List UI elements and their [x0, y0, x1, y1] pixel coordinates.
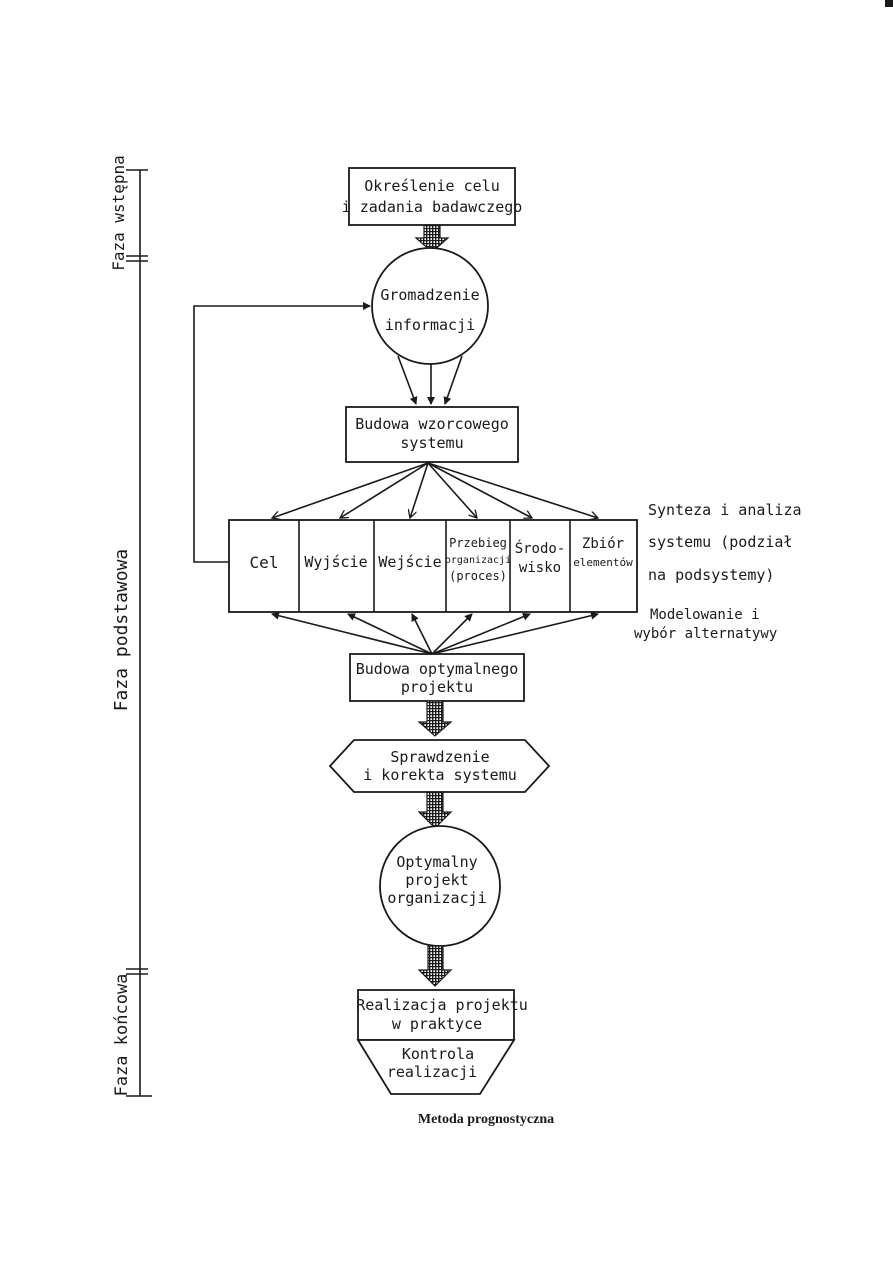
realization-box: [357, 989, 515, 1041]
model-to-elements-arrows: [272, 462, 598, 518]
element-cel: Cel: [250, 553, 279, 572]
control-line-2: realizacji: [387, 1063, 477, 1081]
fan-arrow-wyjscie: [340, 462, 429, 518]
optimal-project-line-3: organizacji: [387, 889, 486, 907]
converge-arrow-zbior: [431, 611, 599, 655]
control-line-1: Kontrola: [402, 1045, 474, 1063]
node-control: Kontrola realizacji: [356, 1039, 516, 1095]
modeling-line-1: Modelowanie i: [650, 607, 760, 623]
scan-mark: [885, 0, 893, 7]
element-srodowisko-line-2: wisko: [519, 560, 561, 576]
node-realization: Realizacja projektu w praktyce: [356, 989, 528, 1041]
define-goal-line-2: i zadania badawczego: [342, 198, 523, 216]
verify-hexagon: [328, 739, 551, 793]
synthesis-line-2: systemu (podział: [648, 533, 793, 551]
realization-line-1: Realizacja projektu: [356, 996, 528, 1014]
node-define-goal: Określenie celu i zadania badawczego: [342, 167, 523, 226]
fan-arrow-wejscie: [410, 462, 429, 518]
optimal-project-line-2: projekt: [405, 871, 468, 889]
design-to-elements-arrows: [271, 611, 599, 655]
gather-info-line-2: informacji: [385, 316, 475, 334]
converge-arrow-wejscie: [411, 613, 433, 655]
synthesis-line-3: na podsystemy): [648, 566, 774, 584]
node-model-system: Budowa wzorcowego systemu: [345, 406, 519, 463]
optimal-design-line-2: projektu: [401, 678, 473, 696]
optimal-design-line-1: Budowa optymalnego: [356, 660, 519, 678]
phase-timeline: Faza wstępna Faza podstawowa Faza końcow…: [109, 155, 152, 1097]
model-system-line-1: Budowa wzorcowego: [355, 415, 509, 433]
synthesis-line-1: Synteza i analiza: [648, 501, 802, 519]
elements-outer-frame: [228, 519, 638, 613]
element-przebieg-line-1: Przebieg: [449, 536, 507, 550]
node-verify: Sprawdzenie i korekta systemu: [328, 739, 551, 793]
modeling-line-2: wybór alternatywy: [634, 626, 777, 642]
phase-basic-label: Faza podstawowa: [111, 549, 132, 712]
feedback-loop-arrow: [193, 302, 371, 563]
fan-arrow-srodowisko: [427, 462, 532, 518]
optimal-design-box: [349, 653, 525, 702]
gather-to-model-arrows: [397, 355, 463, 405]
side-note-modeling: Modelowanie i wybór alternatywy: [634, 607, 777, 642]
node-gather-info: Gromadzenie informacji: [371, 247, 489, 365]
verify-line-1: Sprawdzenie: [390, 748, 489, 766]
converge-arrow-srodowisko: [431, 612, 531, 655]
node-optimal-design: Budowa optymalnego projektu: [349, 653, 525, 702]
node-optimal-project: Optymalny projekt organizacji: [379, 825, 501, 947]
element-zbior-line-2: elementów: [573, 556, 633, 569]
optimal-project-line-1: Optymalny: [396, 853, 477, 871]
flow-arrow-3: [417, 791, 453, 829]
flow-arrow-2: [417, 700, 453, 737]
figure-caption: Metoda prognostyczna: [418, 1112, 554, 1127]
gather-arrow-right: [443, 355, 463, 405]
verify-line-2: i korekta systemu: [363, 766, 517, 784]
fan-arrow-przebieg: [427, 462, 477, 518]
realization-line-2: w praktyce: [392, 1015, 482, 1033]
fan-arrow-zbior: [427, 462, 598, 518]
system-elements-row: Cel Wyjście Wejście Przebieg organizacji…: [228, 519, 638, 613]
phase-final-label: Faza końcowa: [112, 974, 132, 1097]
converge-arrow-przebieg: [431, 613, 473, 655]
control-trapezoid: [356, 1039, 516, 1095]
element-srodowisko-line-1: Środo-: [515, 539, 566, 557]
define-goal-line-1: Określenie celu: [364, 177, 499, 195]
converge-arrow-wyjscie: [347, 613, 433, 655]
flow-arrow-1: [414, 224, 450, 253]
flow-arrow-4: [417, 945, 453, 987]
gather-info-circle: [371, 247, 489, 365]
converge-arrow-cel: [271, 611, 433, 655]
side-note-synthesis: Synteza i analiza systemu (podział na po…: [648, 501, 802, 584]
element-wejscie: Wejście: [378, 553, 441, 571]
element-przebieg-line-3: (proces): [449, 569, 507, 583]
gather-info-line-1: Gromadzenie: [380, 286, 479, 304]
fan-arrow-cel: [272, 462, 429, 518]
phase-introductory-label: Faza wstępna: [109, 155, 128, 271]
model-system-box: [345, 406, 519, 463]
element-wyjscie: Wyjście: [304, 553, 367, 571]
gather-arrow-left: [397, 355, 418, 405]
model-system-line-2: systemu: [400, 434, 463, 452]
element-zbior-line-1: Zbiór: [582, 536, 624, 552]
element-przebieg-line-2: organizacji: [445, 555, 511, 566]
